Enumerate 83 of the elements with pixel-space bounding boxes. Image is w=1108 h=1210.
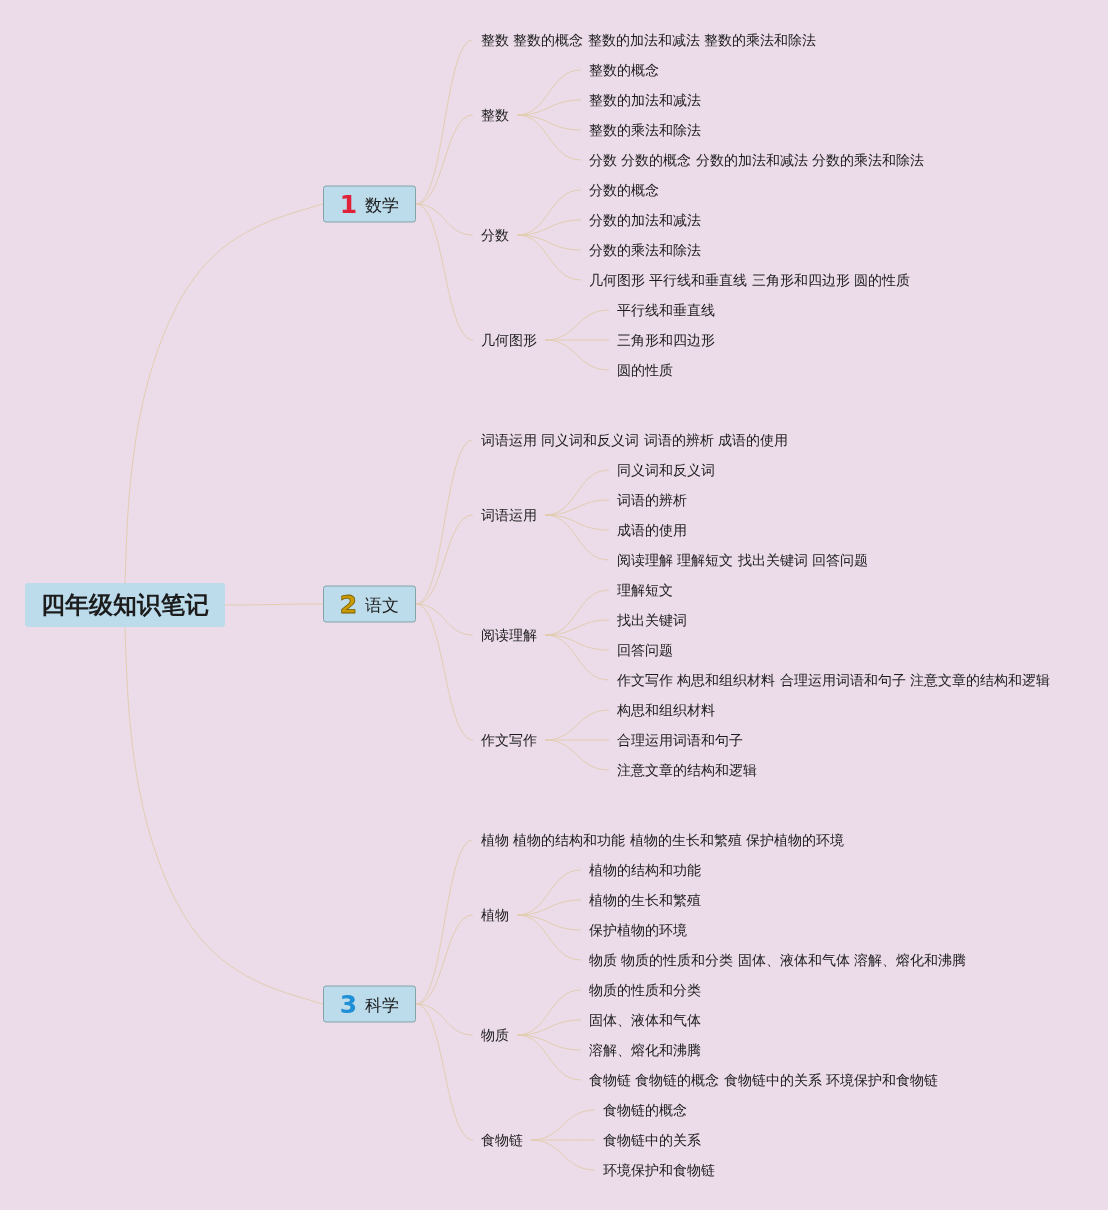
connector-line [516,114,582,161]
root-topic-box [25,583,225,627]
topic-label: 词语运用 [473,503,545,527]
subtopic-label: 平行线和垂直线 [609,298,723,322]
subtopic-label: 三角形和四边形 [609,328,723,352]
connector-line [415,514,474,605]
topic-label: 植物 植物的结构和功能 植物的生长和繁殖 保护植物的环境 [473,828,853,852]
number-label: 1 [339,190,358,218]
connector-line [415,1003,474,1141]
subtopic-label: 分数 分数的概念 分数的加法和减法 分数的乘法和除法 [581,148,933,172]
connector-line [516,234,582,281]
subtopic-label: 环境保护和食物链 [595,1158,723,1182]
topic-label: 作文写作 [473,728,545,752]
subtopic-label: 植物的结构和功能 [581,858,709,882]
subtopic-label: 合理运用词语和句子 [609,728,751,752]
connector-line [544,514,610,561]
connector-line [544,514,610,531]
subject-box [323,585,416,623]
subtopic-label: 圆的性质 [609,358,681,382]
subtopic-label: 物质 物质的性质和分类 固体、液体和气体 溶解、熔化和沸腾 [581,948,975,972]
subtopic-label: 注意文章的结构和逻辑 [609,758,765,782]
subtopic-label: 分数的概念 [581,178,667,202]
number-label: 3 [339,990,358,1018]
subject-label: 科学 [365,993,400,1015]
subtopic-label: 整数的加法和减法 [581,88,709,112]
subtopic-label: 理解短文 [609,578,681,602]
subtopic-label: 阅读理解 理解短文 找出关键词 回答问题 [609,548,877,572]
subtopic-label: 找出关键词 [609,608,695,632]
subtopic-label: 同义词和反义词 [609,458,723,482]
connector-line [415,203,474,236]
connector-line [124,203,324,584]
topic-label: 整数 整数的概念 整数的加法和减法 整数的乘法和除法 [473,28,825,52]
subtopic-label: 几何图形 平行线和垂直线 三角形和四边形 圆的性质 [581,268,919,292]
root-topic-text: 四年级知识笔记 [41,590,209,620]
connector-line [415,1003,474,1036]
connector-line [516,914,582,931]
topic-label: 食物链 [473,1128,531,1152]
topic-label: 分数 [473,223,517,247]
subtopic-label: 食物链中的关系 [595,1128,709,1152]
number-label: 2 [339,590,358,618]
subtopic-label: 词语的辨析 [609,488,695,512]
connector-line [415,114,474,205]
connector-line [224,603,324,606]
topic-label: 整数 [473,103,517,127]
connector-line [544,339,610,371]
subject-box [323,185,416,223]
subtopic-label: 保护植物的环境 [581,918,695,942]
subject-label: 语文 [365,593,400,615]
subtopic-label: 分数的乘法和除法 [581,238,709,262]
subject-label: 数学 [365,193,400,215]
subtopic-label: 整数的概念 [581,58,667,82]
topic-label: 词语运用 同义词和反义词 词语的辨析 成语的使用 [473,428,797,452]
connector-line [516,1034,582,1051]
connector-line [530,1139,596,1171]
connector-line [544,634,610,681]
subject-box [323,985,416,1023]
connector-line [415,603,474,741]
subtopic-label: 食物链的概念 [595,1098,695,1122]
subtopic-label: 作文写作 构思和组织材料 合理运用词语和句子 注意文章的结构和逻辑 [609,668,1059,692]
topic-label: 几何图形 [473,328,545,352]
subtopic-label: 溶解、熔化和沸腾 [581,1038,709,1062]
connector-line [124,626,324,1005]
subtopic-label: 物质的性质和分类 [581,978,709,1002]
subtopic-label: 分数的加法和减法 [581,208,709,232]
connector-line [544,739,610,771]
subtopic-label: 固体、液体和气体 [581,1008,709,1032]
connector-line [415,914,474,1005]
topic-label: 阅读理解 [473,623,545,647]
topic-label: 植物 [473,903,517,927]
connector-line [415,203,474,341]
subtopic-label: 成语的使用 [609,518,695,542]
subtopic-label: 植物的生长和繁殖 [581,888,709,912]
subtopic-label: 整数的乘法和除法 [581,118,709,142]
connector-line [516,114,582,131]
connector-line [516,914,582,961]
connector-line [544,634,610,651]
subtopic-label: 食物链 食物链的概念 食物链中的关系 环境保护和食物链 [581,1068,947,1092]
subtopic-label: 回答问题 [609,638,681,662]
topic-label: 物质 [473,1023,517,1047]
subtopic-label: 构思和组织材料 [609,698,723,722]
connector-line [516,234,582,251]
connector-line [516,1034,582,1081]
connector-line [415,603,474,636]
